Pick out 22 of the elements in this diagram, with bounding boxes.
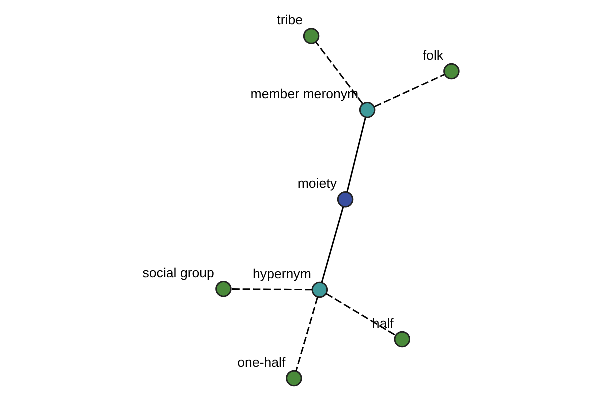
connector — [346, 118, 366, 192]
node-label: folk — [422, 48, 444, 63]
node-circle — [394, 331, 411, 348]
node-circle — [303, 28, 320, 44]
node-label: one-half — [238, 355, 286, 370]
connector — [321, 207, 344, 283]
connector — [296, 297, 318, 372]
node-label: social group — [142, 266, 214, 281]
node-circle — [216, 281, 232, 298]
connector — [374, 74, 445, 108]
connector — [316, 42, 364, 104]
connector — [231, 288, 312, 291]
node-label: tribe — [277, 12, 304, 28]
node-label: member meronym — [250, 86, 359, 102]
connector — [326, 293, 396, 336]
node-circle — [444, 63, 460, 80]
node-circle — [359, 102, 376, 118]
node-label: hypernym — [253, 266, 312, 282]
node-label: moiety — [298, 176, 338, 192]
node-circle — [337, 192, 354, 208]
node-circle — [312, 282, 328, 298]
node-circle — [286, 370, 302, 387]
